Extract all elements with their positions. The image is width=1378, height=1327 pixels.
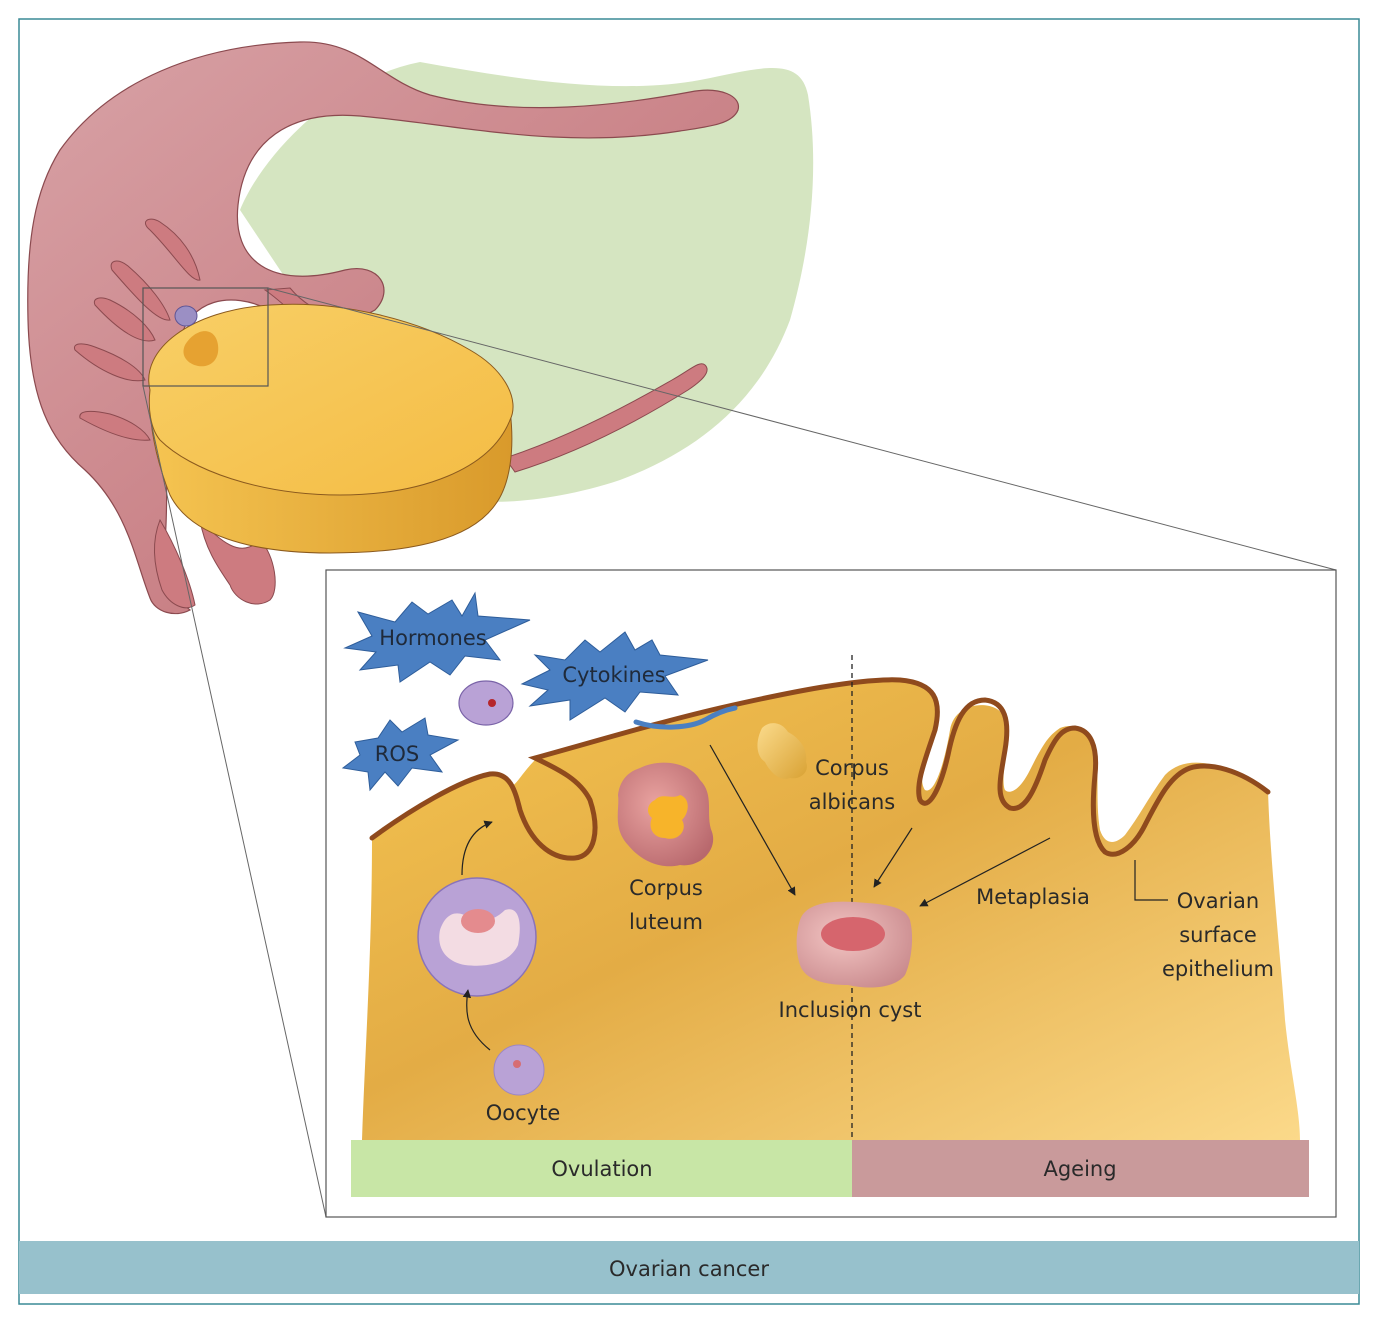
label-ros: ROS <box>375 742 419 766</box>
label-ose-line1: Ovarian <box>1177 889 1259 913</box>
inclusion-cyst-lumen <box>821 917 885 951</box>
label-corpus-luteum-line2: luteum <box>629 910 703 934</box>
primordial-oocyte <box>493 1044 545 1096</box>
arrow-albicans-to-cyst <box>873 827 913 888</box>
ovary <box>148 303 514 496</box>
footer-band <box>19 1241 1359 1294</box>
label-cytokines: Cytokines <box>562 663 665 687</box>
footer-label: Ovarian cancer <box>609 1257 769 1281</box>
label-ovulation: Ovulation <box>551 1157 652 1181</box>
arrow-surface-to-cyst <box>709 744 796 896</box>
ovulated-oocyte-nucleus <box>488 699 496 707</box>
zoom-line-top <box>267 287 1337 571</box>
label-ose-line2: surface <box>1179 923 1257 947</box>
hormones-star <box>343 591 531 683</box>
fallopian-tube <box>27 41 739 615</box>
ovulation-band <box>351 1140 852 1197</box>
follicle-oocyte <box>461 909 495 933</box>
arrow-follicle-to-surface <box>461 820 493 876</box>
arrow-primordial-to-follicle <box>462 989 491 1051</box>
label-ose-line3: epithelium <box>1162 957 1274 981</box>
label-inclusion-cyst: Inclusion cyst <box>779 998 922 1022</box>
ageing-band <box>852 1140 1309 1197</box>
ovary-follicle <box>183 331 219 367</box>
released-oocyte <box>174 305 198 327</box>
label-corpus-luteum-line1: Corpus <box>629 876 703 900</box>
ovarian-surface-epithelium-line <box>369 677 1271 861</box>
label-metaplasia: Metaplasia <box>976 885 1090 909</box>
ose-callout-line <box>1134 860 1168 901</box>
follicle-antrum <box>439 909 520 966</box>
label-corpus-albicans-line1: Corpus <box>815 756 889 780</box>
corpus-albicans <box>757 723 807 779</box>
ovulated-oocyte <box>458 680 514 726</box>
label-ageing: Ageing <box>1043 1157 1116 1181</box>
zoom-line-bottom <box>142 385 327 1218</box>
corpus-luteum-core <box>648 795 688 839</box>
primordial-oocyte-nucleus <box>513 1060 521 1068</box>
cytokines-star <box>520 631 709 721</box>
arrow-metaplasia-to-cyst <box>919 837 1051 907</box>
damaged-surface-segment <box>633 705 738 730</box>
label-corpus-albicans-line2: albicans <box>809 790 896 814</box>
zoom-box <box>142 287 269 387</box>
label-oocyte: Oocyte <box>486 1101 561 1125</box>
ros-star <box>341 717 460 792</box>
label-hormones: Hormones <box>379 626 486 650</box>
